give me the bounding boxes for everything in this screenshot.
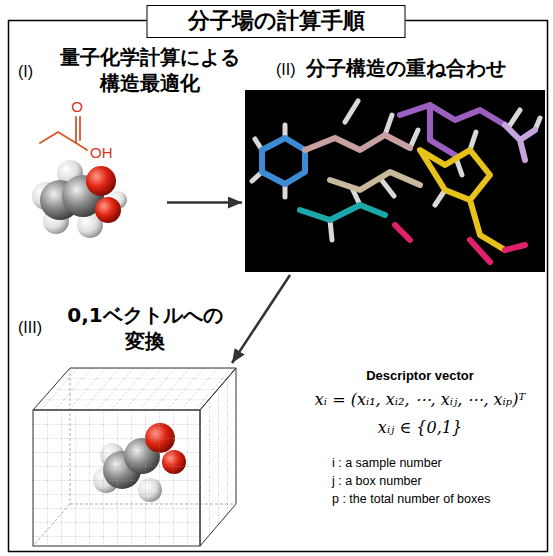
grid-side-face [200, 368, 236, 546]
atom-label: O [71, 99, 83, 114]
oxygen-atom [86, 166, 116, 196]
step-number: (II) [276, 60, 296, 79]
chain-sticks [300, 205, 385, 220]
oxygen-atom [95, 197, 121, 223]
chain-sticks [395, 225, 525, 262]
single-bond [76, 143, 87, 150]
carbon-chain [40, 132, 76, 143]
grid-front-face [33, 410, 200, 546]
chain-sticks [400, 105, 505, 155]
step-number: (I) [18, 62, 33, 81]
diagram-title: 分子場の計算手順 [147, 5, 406, 38]
chain-sticks [505, 125, 535, 160]
vector-heading: Descriptor vector [366, 368, 474, 384]
molecule-overlay [252, 101, 540, 262]
ring-sticks [420, 150, 505, 250]
chain-sticks [330, 172, 420, 190]
vector-formula: xᵢ = (xᵢ₁, xᵢ₂, ⋯, xᵢⱼ, ⋯, xᵢₚ)ᵀ [315, 390, 525, 411]
space-filling-model [32, 160, 127, 238]
step-panel: (II)分子構造の重ね合わせ [245, 90, 545, 272]
step-number: (III) [18, 318, 42, 337]
ring-sticks [262, 138, 305, 184]
element-domain: xᵢⱼ ∈ {0,1} [378, 418, 462, 439]
step-panel: (III)0,1ベクトルへの 変換 [30, 366, 236, 548]
double-bond [79, 117, 81, 140]
atom-label: OH [90, 145, 113, 160]
symbol-note: i : a sample number [332, 456, 442, 471]
render-panel [245, 90, 545, 272]
step-heading: 量子化学計算による 構造最適化 [50, 44, 250, 96]
hydrogen-sticks [252, 101, 540, 240]
double-bond [75, 117, 77, 143]
symbol-note: j : a box number [332, 474, 422, 489]
grid-box [33, 368, 236, 546]
flow-arrow [167, 201, 242, 204]
flow-arrow [232, 275, 290, 363]
chain-sticks [305, 135, 410, 150]
skeletal-formula [40, 117, 87, 150]
outer-frame [9, 21, 548, 552]
step-heading: 分子構造の重ね合わせ [306, 55, 506, 81]
symbol-note: p : the total number of boxes [332, 492, 490, 507]
step-heading: 0,1ベクトルへの 変換 [60, 302, 230, 354]
